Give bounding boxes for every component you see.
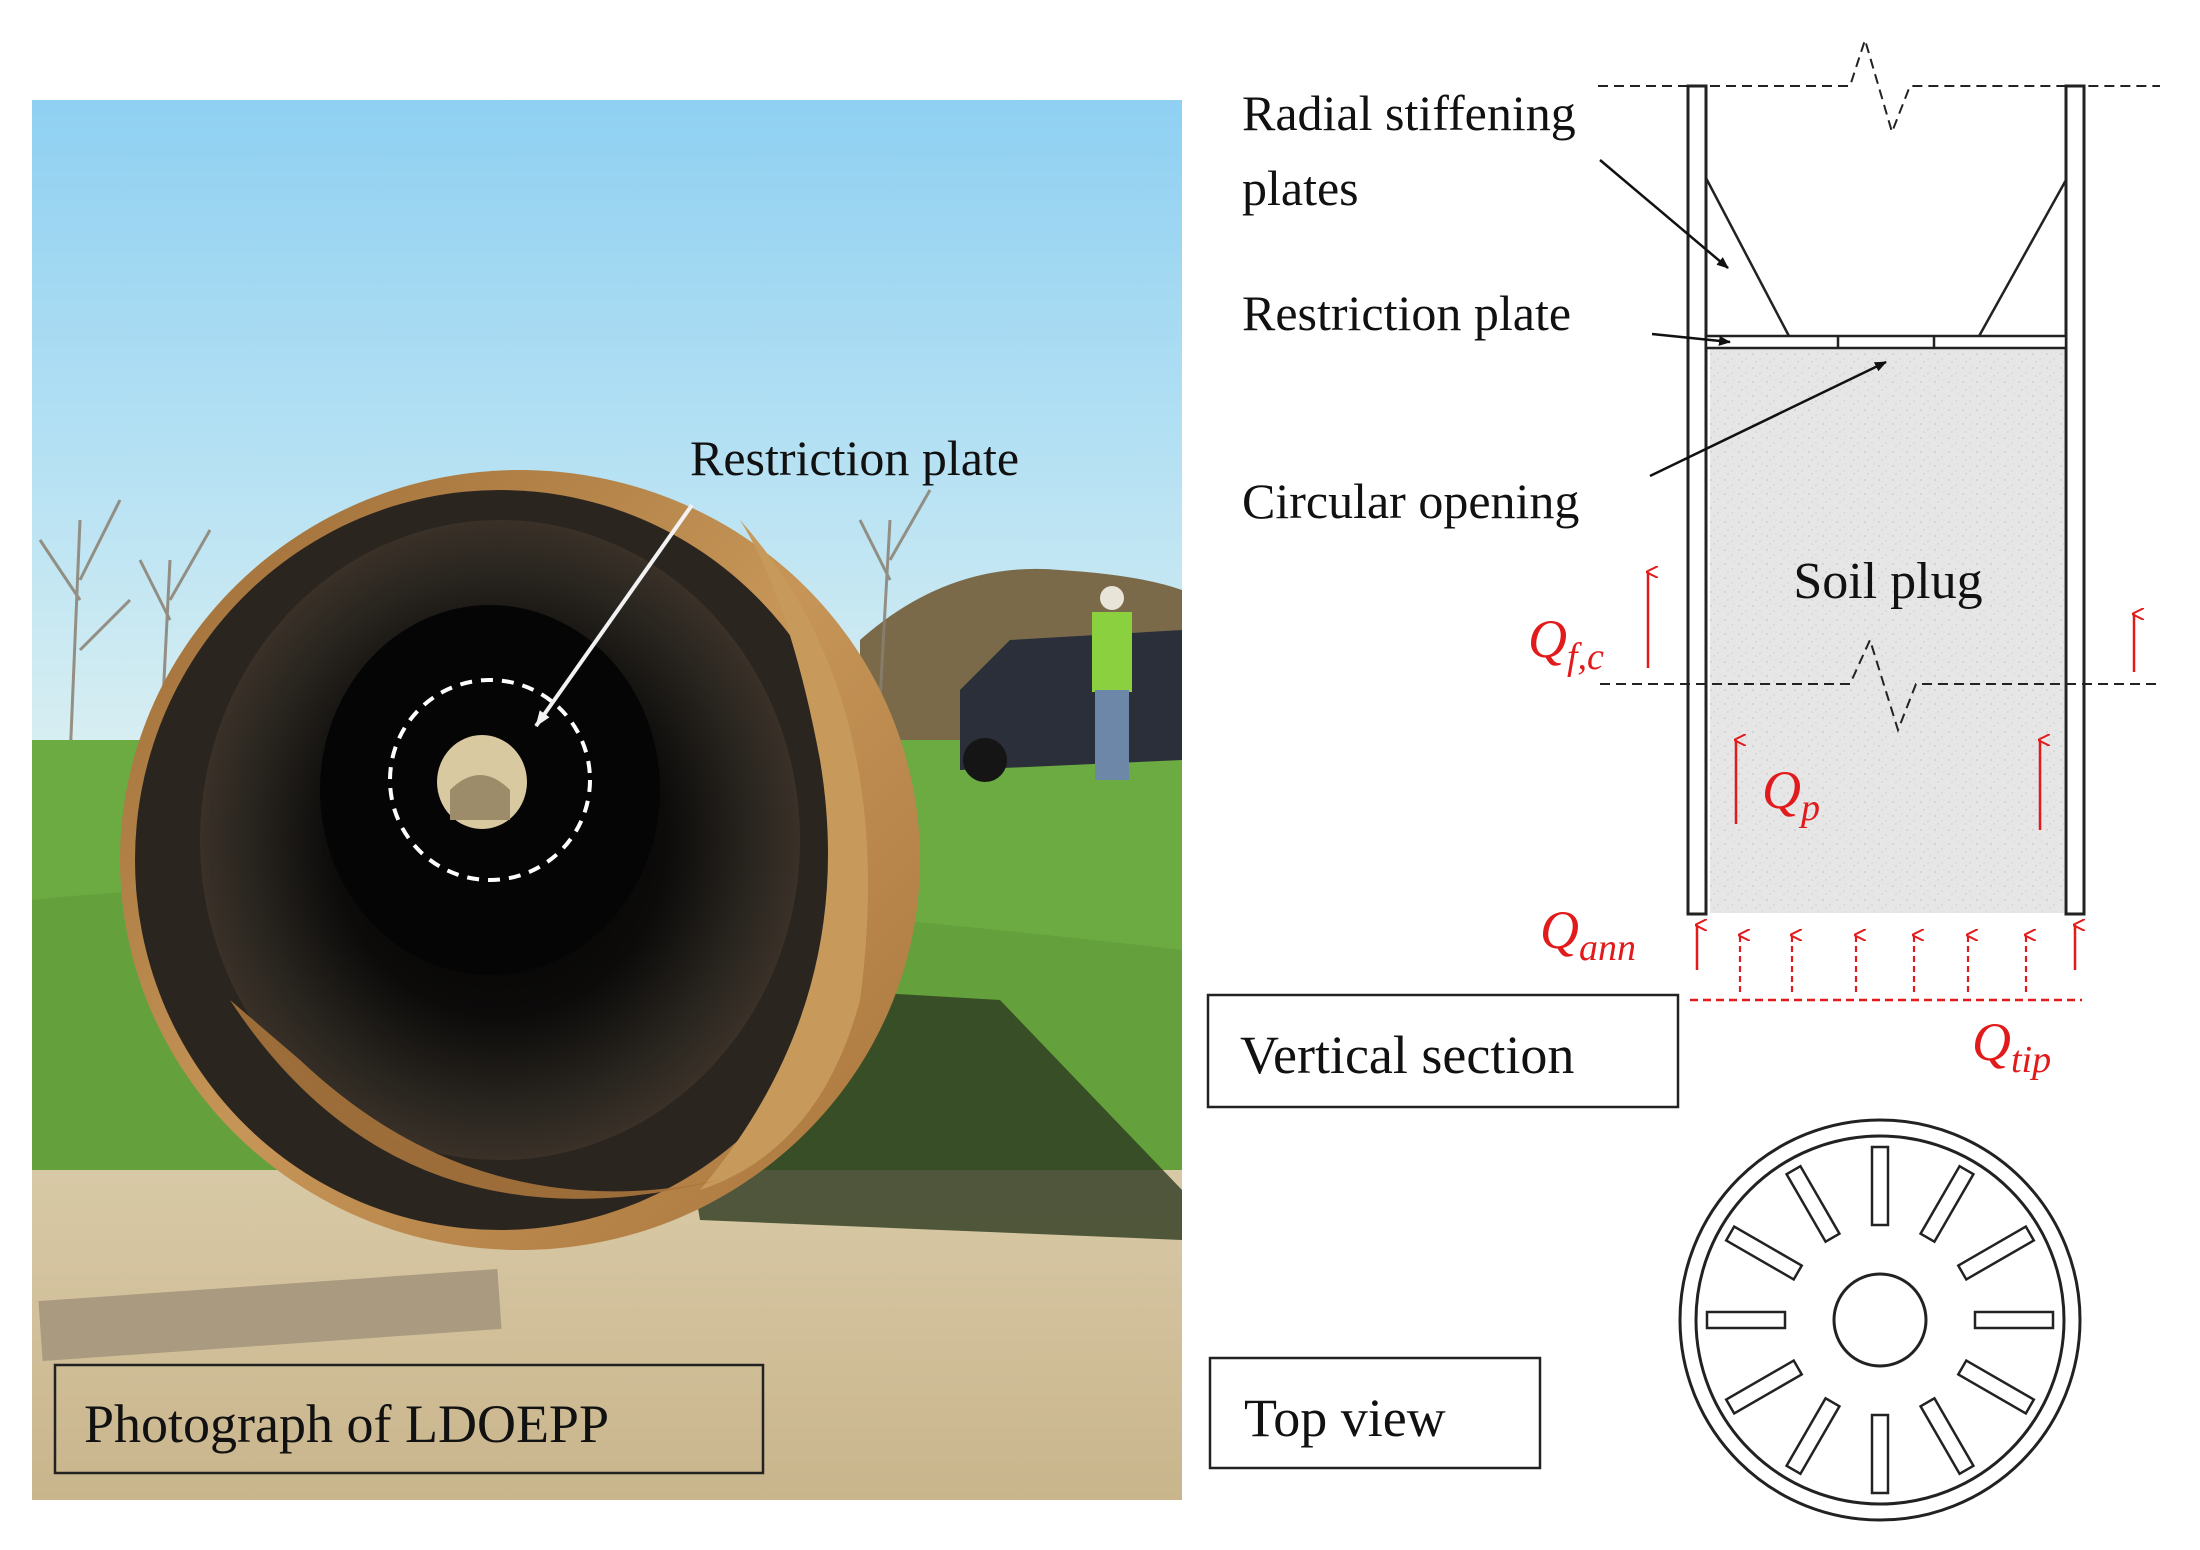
section-label-box [1206,993,1680,1109]
top-stiffener-plate [1724,1224,1804,1282]
top-view: Top view [1208,1118,2082,1522]
top-stiffener-plate [1784,1396,1842,1476]
top-stiffener-plate [1918,1164,1976,1244]
top-stiffener-plate [1870,1145,1890,1227]
callout-radial-1: Radial stiffening [1242,85,1576,141]
photo-annotation: Restriction plate [690,430,1019,486]
right-pipe-wall [2064,84,2086,916]
left-pipe-wall [1686,84,1708,916]
callout-restriction: Restriction plate [1242,285,1571,341]
top-label-box [1208,1356,1542,1470]
photo-label: Photograph of LDOEPP [84,1394,609,1454]
right-stiffener [1976,179,2068,339]
restriction-leader [1651,332,1731,346]
photograph-panel: Restriction plate Photograph of LDOEPP [32,100,1182,1500]
top-stiffener-plate [1956,1358,2036,1416]
top-stiffener-plate [1705,1310,1787,1330]
top-opening [1832,1272,1928,1368]
top-inner-ring [1694,1134,2066,1506]
qfc-label: Qf,c [1528,609,1604,678]
qp-label: Qp [1762,760,1820,829]
pipe [120,470,920,1250]
tip-arrows [1740,935,2026,992]
force-arrows [1648,572,2134,970]
workers [1092,586,1132,780]
top-stiffener-plate [1870,1413,1890,1495]
top-stiffener-plate [1956,1224,2036,1282]
callout-radial-2: plates [1242,160,1359,216]
radial-leader [1599,159,1729,269]
top-stiffener-plate [1784,1164,1842,1244]
mid-break-line [1600,637,2160,734]
restriction-plate-circle [388,678,592,882]
top-label: Top view [1244,1388,1446,1448]
top-stiffener-plate [1724,1358,1804,1416]
top-outer-ring [1678,1118,2082,1522]
top-stiffeners [1705,1145,2055,1495]
vertical-section: Radial stiffening plates Restriction pla… [1206,36,2160,1109]
restriction-arrow [534,503,694,728]
top-break-line [1598,36,2160,136]
top-stiffener-plate [1918,1396,1976,1476]
left-stiffener [1704,177,1792,339]
photo-label-box [53,1363,765,1475]
callout-opening: Circular opening [1242,473,1579,529]
section-label: Vertical section [1240,1025,1574,1085]
restriction-plate [1704,334,2068,350]
soil-plug-label: Soil plug [1793,553,1982,610]
opening-leader [1649,360,1887,478]
qann-label: Qann [1540,900,1636,969]
qtip-label: Qtip [1972,1012,2051,1081]
soil-plug [1710,345,2064,913]
top-stiffener-plate [1973,1310,2055,1330]
wood-board [38,1269,502,1361]
